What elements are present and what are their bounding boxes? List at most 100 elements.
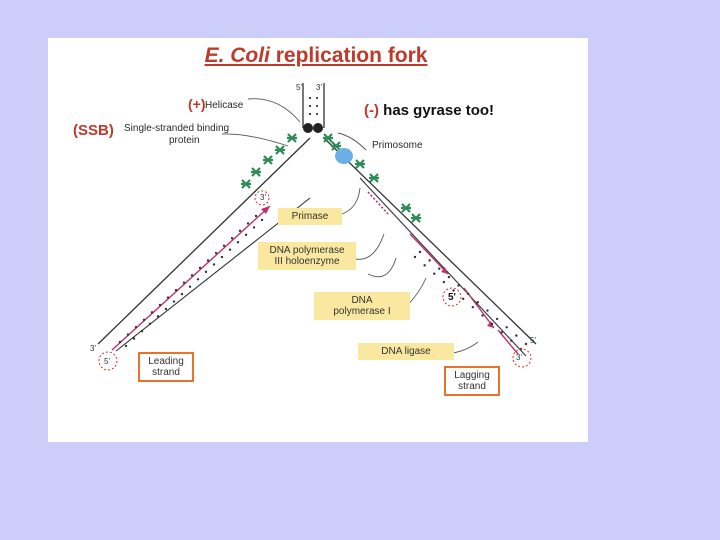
helicase [303, 123, 323, 133]
base-pair-dot [165, 308, 167, 310]
pol1-line1: DNA [351, 295, 372, 306]
base-pair-dot [213, 263, 215, 265]
replication-fork-diagram: 5' 3' 3' 5' 5' 3' 3' 5' [48, 38, 588, 442]
lagging-line1: Lagging [454, 370, 490, 381]
base-pair-dot [515, 334, 517, 336]
ssb-protein [401, 204, 411, 212]
base-pair-dot [135, 326, 137, 328]
base-pair-dot [207, 259, 209, 261]
base-pair-dot [239, 230, 241, 232]
pol1-line2: polymerase I [333, 306, 390, 317]
base-pair-dot [231, 237, 233, 239]
base-pair-dot [173, 300, 175, 302]
ssb-protein [275, 146, 285, 154]
base-pair-dot [151, 311, 153, 313]
lagging-base-pairs [414, 251, 527, 350]
base-pair-dot [205, 271, 207, 273]
base-pair-dot [253, 226, 255, 228]
base-pair-dot [141, 330, 143, 332]
lagging-line2: strand [458, 381, 486, 392]
ligase-label: DNA ligase [381, 346, 430, 357]
gyrase-note: (-) has gyrase too! [364, 102, 494, 119]
base-pair-dot [167, 296, 169, 298]
base-pair-dot [183, 282, 185, 284]
base-pair-dot [423, 264, 425, 266]
pol3-line1: DNA polymerase [269, 245, 344, 256]
gyrase-sign: (-) [364, 102, 379, 119]
base-pair-dot [143, 319, 145, 321]
base-pair-dot [127, 333, 129, 335]
base-pair-dot [237, 241, 239, 243]
base-pair-dot [472, 306, 474, 308]
diagram-panel: E. Coli replication fork [48, 38, 588, 442]
base-pair-dot [189, 286, 191, 288]
base-pair-dot [481, 314, 483, 316]
ssb-protein [369, 174, 379, 182]
ssb-label-line1: Single-stranded binding [124, 123, 229, 134]
leading-base-pairs [119, 215, 263, 347]
gyrase-text: has gyrase too! [379, 102, 494, 119]
base-pair-dot [191, 274, 193, 276]
primosome [335, 148, 353, 164]
base-pair-dot [448, 276, 450, 278]
base-pair-dot [247, 222, 249, 224]
primase-label: Primase [292, 211, 329, 222]
base-pair-dot [477, 301, 479, 303]
leading-line2: strand [152, 367, 180, 378]
base-pair-dot [414, 256, 416, 258]
base-pair-dot [433, 273, 435, 275]
base-pair-dot [501, 331, 503, 333]
ssb-protein [287, 134, 297, 142]
base-pair-dot [157, 315, 159, 317]
base-pair-dot [125, 345, 127, 347]
base-pair-dot [462, 298, 464, 300]
leading-template-strand [98, 138, 310, 344]
primer-3-end: 3' [260, 193, 266, 202]
base-pair-dot [199, 267, 201, 269]
base-pair-dot [510, 339, 512, 341]
base-pair-dot [419, 251, 421, 253]
base-pair-dot [223, 244, 225, 246]
ssb-abbrev: (SSB) [73, 122, 114, 139]
base-pair-dot [457, 284, 459, 286]
top-3-end: 3' [316, 83, 322, 92]
base-pair-dot [496, 318, 498, 320]
base-pair-dot [133, 337, 135, 339]
primosome-label: Primosome [372, 140, 423, 151]
base-pair-dot [149, 323, 151, 325]
ssb-protein [411, 214, 421, 222]
primase-box: Primase [278, 208, 342, 225]
base-pair-dot [229, 248, 231, 250]
ssb-label-line2: protein [169, 135, 200, 146]
base-pair-dot [491, 323, 493, 325]
base-pair-dot [221, 256, 223, 258]
right-3-end: 3' [516, 353, 522, 362]
left-5-end: 5' [104, 357, 110, 366]
right-5-end: 5' [530, 336, 536, 345]
base-pair-dot [506, 326, 508, 328]
base-pair-dot [119, 341, 121, 343]
ssb-protein [241, 180, 251, 188]
ssb-protein [355, 160, 365, 168]
base-pair-dot [175, 289, 177, 291]
base-pair-dot [525, 343, 527, 345]
left-3-end: 3' [90, 344, 96, 353]
base-pair-dot [467, 293, 469, 295]
okazaki-fragment-4 [498, 330, 518, 354]
base-pair-dot [215, 252, 217, 254]
ssb-protein [323, 134, 333, 142]
leading-new-strand [112, 206, 270, 350]
ssb-protein [251, 168, 261, 176]
okazaki-5-end: 5' [448, 292, 456, 303]
base-pair-dot [443, 281, 445, 283]
top-5-end: 5' [296, 83, 302, 92]
pol3-line2: III holoenzyme [274, 256, 339, 267]
parental-base-pairs [309, 97, 318, 115]
base-pair-dot [438, 268, 440, 270]
base-pair-dot [197, 278, 199, 280]
